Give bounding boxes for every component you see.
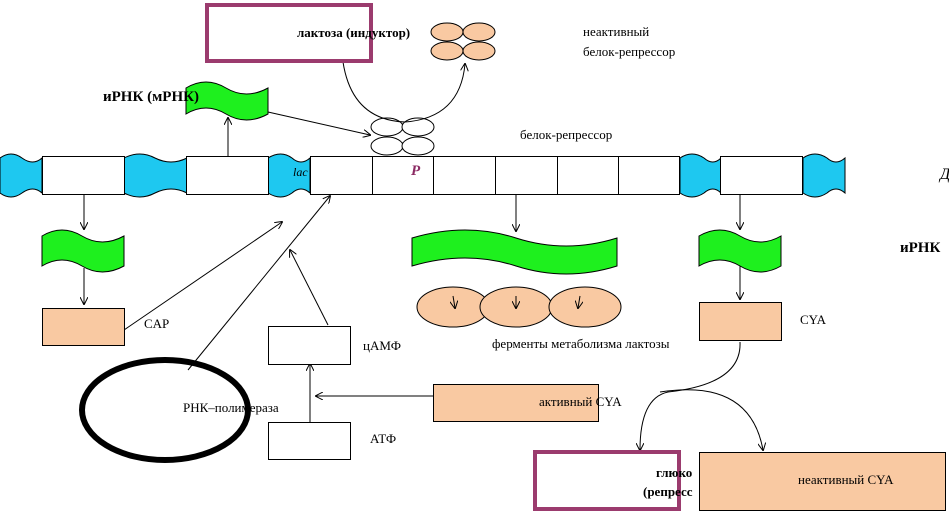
cya-protein-box — [699, 302, 782, 341]
cya-label: CYA — [800, 312, 827, 327]
glucose-highlight-frame — [533, 450, 681, 511]
inactive-repressor-label-2: белок-репрессор — [583, 44, 676, 59]
dna-spacer — [123, 153, 188, 198]
dna-spacer — [802, 153, 846, 198]
dna-lac-promoter-region — [310, 156, 373, 195]
glucose-label-1: глюко — [656, 465, 693, 480]
cap-label: CAP — [144, 316, 170, 331]
enzyme-group — [416, 286, 622, 328]
rna-polymerase-label: РНК–полимераза — [183, 400, 279, 415]
inactive-cya-box — [699, 452, 946, 511]
camp-label: цАМФ — [363, 338, 402, 353]
atp-label: АТФ — [370, 431, 397, 446]
repressor-protein-label: белок-репрессор — [520, 127, 613, 142]
dna-gene-repressor — [186, 156, 269, 195]
dna-spacers — [0, 153, 846, 198]
cap-protein-box — [42, 308, 125, 346]
mrna-wave-lac — [411, 229, 618, 275]
dna-lac-gene-y — [495, 156, 558, 195]
dna-spacer — [0, 153, 43, 198]
camp-box — [268, 326, 351, 365]
enzyme — [416, 286, 490, 328]
mrna-wave-cap — [41, 229, 125, 273]
dna-gene-cya — [720, 156, 803, 195]
atp-box — [268, 422, 351, 460]
active-cya-label: активный CYA — [539, 394, 622, 409]
dna-lac-gene-end — [618, 156, 680, 195]
enzymes-label: ферменты метаболизма лактозы — [492, 336, 670, 351]
inactive-repressor-label-1: неактивный — [583, 24, 650, 39]
dna-spacer — [679, 153, 722, 198]
mrna-label: иРНК (мРНК) — [103, 89, 200, 105]
mrna-wave-cya — [698, 229, 782, 273]
mrna-wave-top — [185, 81, 269, 121]
active-cya-box — [433, 384, 599, 422]
dna-operator — [372, 156, 434, 195]
dna-gene-cap — [42, 156, 125, 195]
rna-polymerase-ring — [79, 357, 251, 463]
dna-edge-label: Д — [940, 166, 949, 184]
lactose-inducer-label: лактоза (индуктор) — [297, 25, 411, 40]
lactose-highlight-frame — [205, 3, 373, 63]
dna-lac-gene-z — [433, 156, 496, 195]
enzyme — [548, 286, 622, 328]
promoter-label: P — [411, 163, 421, 179]
lac-label: lac — [293, 165, 308, 179]
inactive-cya-label: неактивный CYA — [798, 472, 894, 487]
glucose-label-2: (репресс — [643, 484, 693, 499]
dna-lac-gene-a — [557, 156, 619, 195]
mrna-edge-label: иРНК — [900, 240, 941, 256]
repressor-tetramer — [370, 117, 435, 156]
